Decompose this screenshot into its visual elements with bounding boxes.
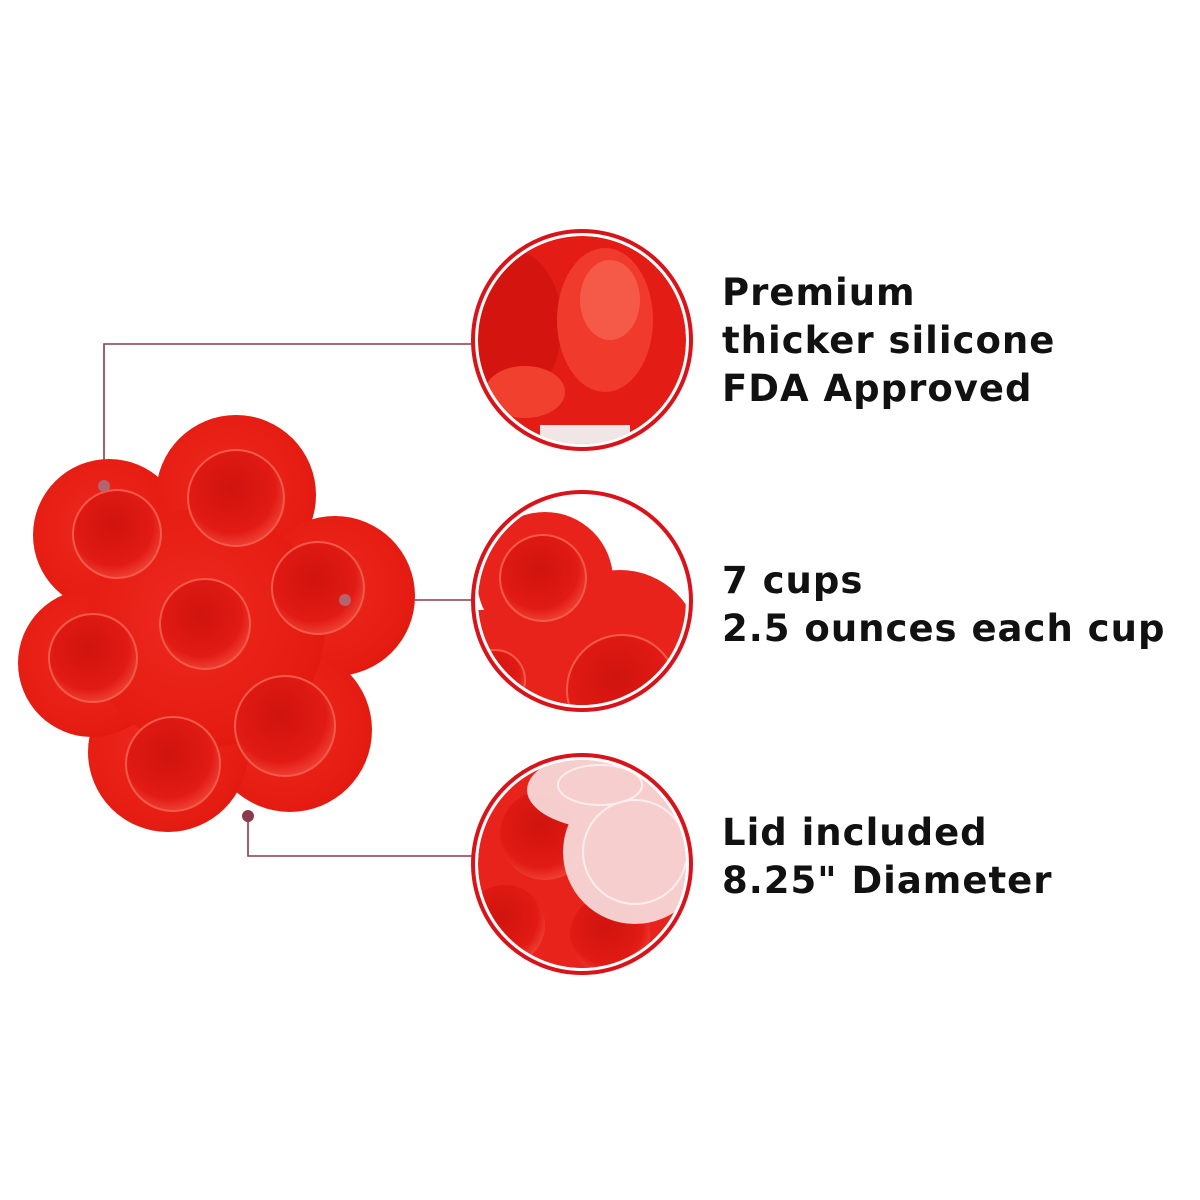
cup — [187, 449, 285, 547]
silicone-mold-tray — [18, 415, 415, 832]
feature-line: FDA Approved — [722, 367, 1033, 410]
cup — [125, 716, 221, 812]
cup — [159, 578, 251, 670]
feature-text-lid: Lid included 8.25" Diameter — [722, 809, 1053, 905]
feature-line: Premium — [722, 271, 916, 314]
connector-dot-2 — [339, 594, 351, 606]
feature-line: 8.25" Diameter — [722, 859, 1053, 902]
detail-circle-lid — [471, 753, 693, 975]
cup — [271, 541, 365, 635]
feature-text-cups: 7 cups 2.5 ounces each cup — [722, 557, 1165, 653]
detail-circle-cups — [471, 490, 693, 712]
feature-line: 2.5 ounces each cup — [722, 607, 1166, 650]
connector-dot-3 — [242, 810, 254, 822]
connector-dot-1 — [98, 480, 110, 492]
connector-line-3 — [247, 816, 472, 857]
feature-line: 7 cups — [722, 559, 864, 602]
detail-circle-silicone — [471, 229, 693, 451]
cup — [72, 489, 162, 579]
connector-dots — [98, 480, 351, 822]
feature-text-silicone: Premium thicker silicone FDA Approved — [722, 269, 1055, 413]
cup — [48, 613, 138, 703]
feature-line: Lid included — [722, 811, 988, 854]
feature-line: thicker silicone — [722, 319, 1056, 362]
connector-line-1 — [103, 343, 472, 486]
cup — [234, 675, 336, 777]
